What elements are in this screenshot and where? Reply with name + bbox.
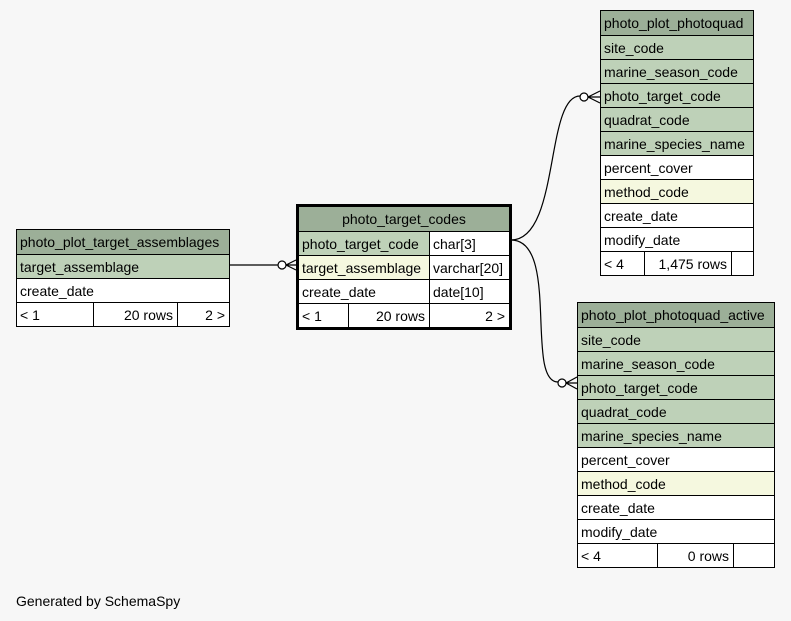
column-name: method_code — [581, 476, 666, 492]
row-count: 20 rows — [348, 304, 429, 327]
column-row[interactable]: target_assemblage varchar[20] — [299, 255, 509, 279]
table-footer: < 4 1,475 rows — [601, 251, 753, 275]
zero-or-many-marker-photoquad — [579, 92, 589, 102]
column-row[interactable]: percent_cover — [578, 447, 774, 471]
column-name: target_assemblage — [20, 259, 140, 275]
column-name: create_date — [581, 500, 655, 516]
column-row[interactable]: percent_cover — [601, 155, 753, 179]
column-name: target_assemblage — [299, 256, 429, 279]
column-row[interactable]: site_code — [578, 327, 774, 351]
children-count — [731, 252, 753, 275]
column-name: create_date — [299, 280, 429, 303]
table-photo-plot-target-assemblages[interactable]: photo_plot_target_assemblages target_ass… — [16, 229, 230, 327]
column-name: marine_species_name — [581, 428, 722, 444]
column-row[interactable]: method_code — [601, 179, 753, 203]
column-name: modify_date — [604, 232, 681, 248]
table-title[interactable]: photo_plot_photoquad_active — [578, 303, 774, 327]
column-row[interactable]: create_date — [601, 203, 753, 227]
column-name: percent_cover — [604, 160, 693, 176]
column-row[interactable]: quadrat_code — [578, 399, 774, 423]
column-name: modify_date — [581, 524, 658, 540]
parents-count[interactable]: < 4 — [604, 256, 624, 272]
edge-codes-to-photoquad — [510, 95, 581, 241]
column-name: quadrat_code — [581, 404, 667, 420]
column-row[interactable]: quadrat_code — [601, 107, 753, 131]
table-footer: < 1 20 rows 2 > — [17, 302, 229, 326]
column-type: varchar[20] — [429, 256, 509, 279]
column-name: photo_target_code — [581, 380, 698, 396]
table-photo-plot-photoquad-active[interactable]: photo_plot_photoquad_active site_code ma… — [577, 302, 775, 568]
column-row[interactable]: photo_target_code char[3] — [299, 231, 509, 255]
column-name: method_code — [604, 184, 689, 200]
parents-count[interactable]: < 1 — [20, 307, 40, 323]
column-row[interactable]: marine_season_code — [578, 351, 774, 375]
table-photo-plot-photoquad[interactable]: photo_plot_photoquad site_code marine_se… — [600, 10, 754, 276]
column-row[interactable]: create_date — [17, 278, 229, 302]
edge-codes-to-photoquad-active — [510, 239, 559, 383]
column-row[interactable]: method_code — [578, 471, 774, 495]
parents-count[interactable]: < 4 — [581, 548, 601, 564]
column-row[interactable]: marine_species_name — [578, 423, 774, 447]
table-footer: < 1 20 rows 2 > — [299, 303, 509, 327]
children-count[interactable]: 2 > — [177, 303, 229, 326]
column-name: marine_species_name — [604, 136, 745, 152]
column-row[interactable]: create_date date[10] — [299, 279, 509, 303]
row-count: 0 rows — [657, 544, 733, 567]
column-name: site_code — [604, 40, 664, 56]
column-name: percent_cover — [581, 452, 670, 468]
parents-count[interactable]: < 1 — [302, 308, 322, 324]
row-count: 20 rows — [93, 303, 177, 326]
table-footer: < 4 0 rows — [578, 543, 774, 567]
column-type: date[10] — [429, 280, 509, 303]
row-count: 1,475 rows — [644, 252, 731, 275]
column-name: site_code — [581, 332, 641, 348]
column-name: create_date — [604, 208, 678, 224]
column-row[interactable]: modify_date — [601, 227, 753, 251]
column-name: marine_season_code — [604, 64, 738, 80]
column-row[interactable]: photo_target_code — [601, 83, 753, 107]
column-type: char[3] — [429, 232, 509, 255]
column-name: photo_target_code — [604, 88, 721, 104]
table-title[interactable]: photo_plot_photoquad — [601, 11, 753, 35]
column-name: quadrat_code — [604, 112, 690, 128]
column-row[interactable]: create_date — [578, 495, 774, 519]
column-row[interactable]: photo_target_code — [578, 375, 774, 399]
column-name: create_date — [20, 283, 94, 299]
table-title[interactable]: photo_plot_target_assemblages — [17, 230, 229, 254]
table-photo-target-codes[interactable]: photo_target_codes photo_target_code cha… — [296, 204, 512, 330]
children-count[interactable]: 2 > — [429, 304, 509, 327]
generated-by-label: Generated by SchemaSpy — [16, 593, 181, 609]
column-name: marine_season_code — [581, 356, 715, 372]
column-name: photo_target_code — [299, 232, 429, 255]
column-row[interactable]: site_code — [601, 35, 753, 59]
column-row[interactable]: target_assemblage — [17, 254, 229, 278]
column-row[interactable]: marine_species_name — [601, 131, 753, 155]
zero-or-many-marker-codes — [277, 260, 287, 270]
column-row[interactable]: marine_season_code — [601, 59, 753, 83]
table-title[interactable]: photo_target_codes — [299, 207, 509, 231]
children-count — [733, 544, 774, 567]
zero-or-many-marker-photoquad-active — [557, 378, 567, 388]
column-row[interactable]: modify_date — [578, 519, 774, 543]
